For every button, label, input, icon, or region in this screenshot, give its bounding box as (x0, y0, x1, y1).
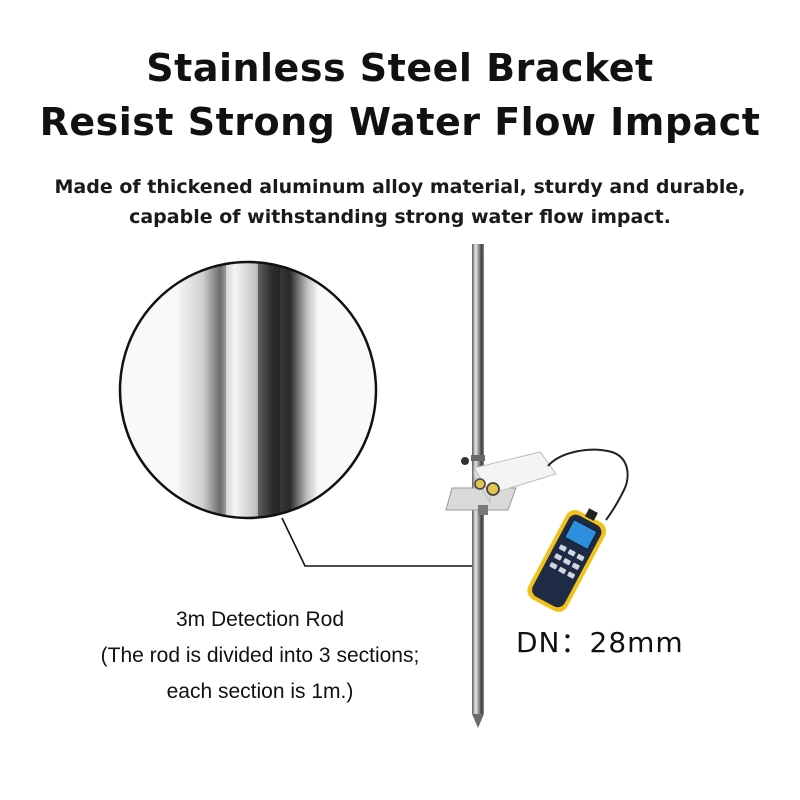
rod-description: 3m Detection Rod (The rod is divided int… (60, 602, 460, 710)
rod-label-line-2: (The rod is divided into 3 sections; (100, 644, 420, 667)
rod-label-line-3: each section is 1m.) (166, 680, 354, 703)
rod-closeup-magnifier (118, 260, 378, 520)
rod-label-line-1: 3m Detection Rod (175, 608, 345, 631)
velocity-sensor (473, 451, 557, 504)
description-text: Made of thickened aluminum alloy materia… (54, 176, 746, 228)
page-title-line-2: Resist Strong Water Flow Impact (39, 100, 761, 144)
diameter-label: DN：28mm (516, 626, 684, 659)
page-title-line-1: Stainless Steel Bracket (146, 46, 654, 90)
handheld-meter (527, 508, 607, 612)
leader-line (281, 517, 472, 567)
sensor-cable (547, 448, 629, 521)
detection-rod (471, 244, 485, 728)
